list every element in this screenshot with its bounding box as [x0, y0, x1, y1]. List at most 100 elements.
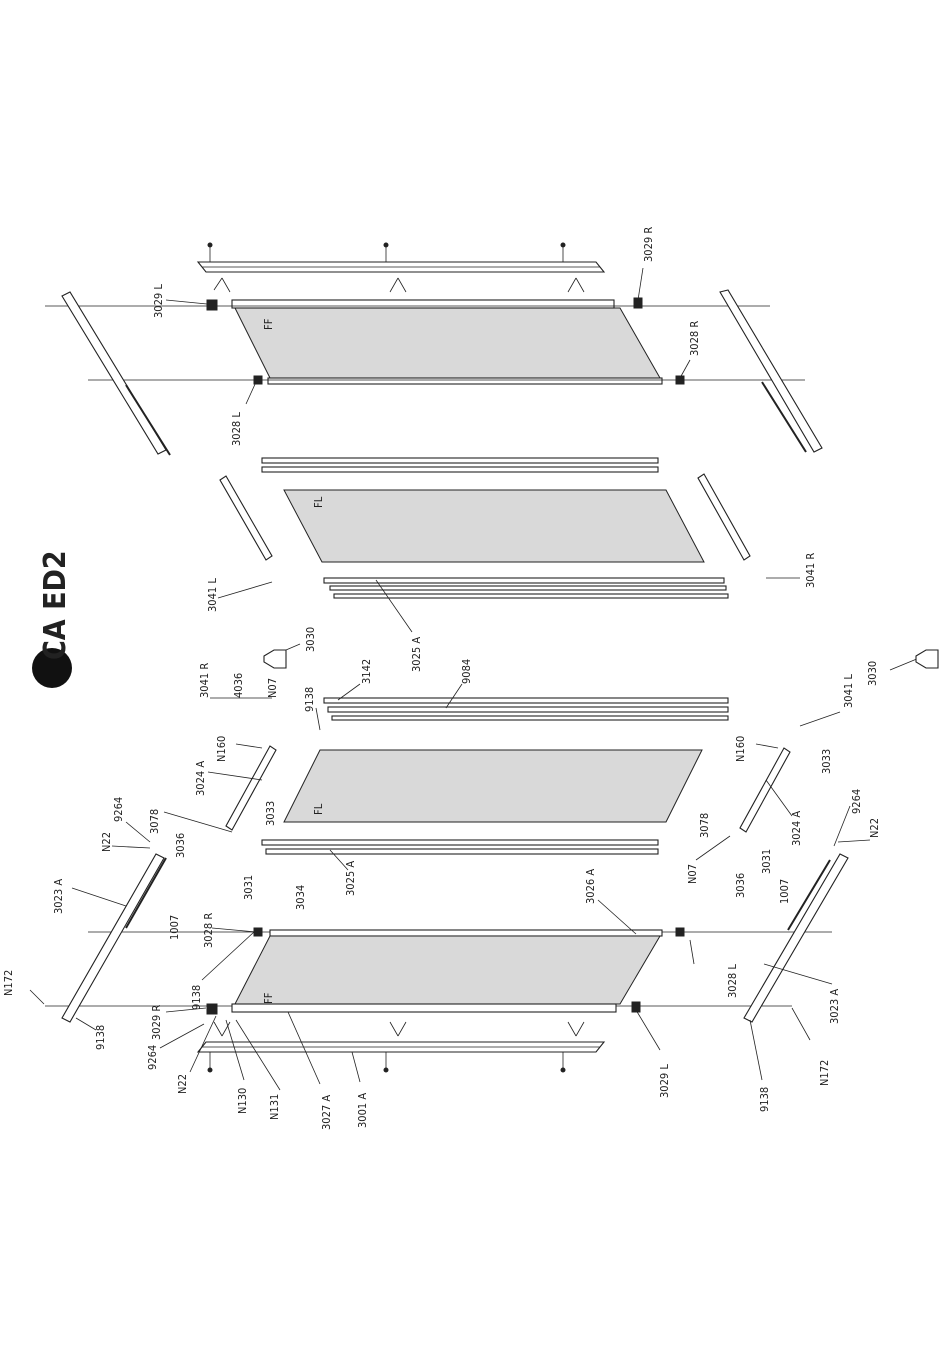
leader-line [597, 899, 637, 935]
part-label: 3041 L [206, 578, 219, 612]
glass-panel-fl-top [283, 489, 705, 563]
panel-label-ff-bottom: FF [262, 992, 275, 1004]
part-label: 3031 [760, 849, 773, 874]
page-title: CA ED2 [38, 550, 73, 660]
part-label: 3029 L [658, 1064, 671, 1098]
part-label: N22 [100, 832, 113, 852]
part-label: 3028 R [202, 913, 215, 948]
part-label: N131 [268, 1094, 281, 1120]
leader-line [445, 683, 463, 709]
leader-line [201, 931, 255, 981]
leader-line [763, 963, 833, 985]
part-label: 3033 [264, 801, 277, 826]
leader-line [165, 299, 208, 305]
part-label: 3041 L [842, 674, 855, 708]
part-label: 3078 [698, 813, 711, 838]
part-label: 1007 [168, 915, 181, 940]
upper-door-group: FF FL [45, 242, 823, 599]
part-label: 3033 [820, 749, 833, 774]
part-label: 3001 A [356, 1093, 369, 1128]
part-label: 9138 [303, 687, 316, 712]
leader-line [791, 1007, 811, 1041]
part-label: 1007 [778, 879, 791, 904]
leader-line [71, 887, 127, 907]
leader-line [833, 805, 851, 847]
leader-line [799, 711, 841, 727]
part-label: N130 [236, 1088, 249, 1114]
part-label: 3036 [174, 833, 187, 858]
leader-line [679, 359, 691, 379]
leader-line [125, 821, 151, 843]
part-label: 3027 A [320, 1095, 333, 1130]
leader-line [695, 835, 731, 861]
leader-line [337, 683, 361, 701]
leader-line [635, 1009, 661, 1051]
leader-line [29, 989, 45, 1005]
panel-label-ff-top: FF [262, 318, 275, 330]
part-label: N172 [2, 970, 15, 996]
leader-line [315, 707, 321, 731]
leader-line [211, 927, 257, 933]
leader-line [755, 743, 779, 749]
part-label: N160 [734, 736, 747, 762]
part-label: 9084 [460, 659, 473, 684]
glass-panel-ff-bottom [234, 935, 661, 1005]
leader-line [637, 267, 644, 301]
leader-line [165, 1007, 207, 1013]
part-label: 9264 [146, 1045, 159, 1070]
part-label: 3041 R [804, 553, 817, 588]
part-label: 3024 A [194, 761, 207, 796]
part-label: 9138 [190, 985, 203, 1010]
leader-line [189, 1015, 217, 1073]
leader-line [245, 381, 257, 405]
part-label: 3030 [866, 661, 879, 686]
part-label: 3078 [148, 809, 161, 834]
part-label: N22 [176, 1074, 189, 1094]
leader-line [163, 811, 233, 833]
leader-line [235, 743, 263, 749]
panel-label-fl-top: FL [312, 496, 325, 508]
part-label: 3034 [294, 885, 307, 910]
part-label: 9138 [758, 1087, 771, 1112]
end-cap-icon [263, 649, 287, 669]
part-labels: 3029 R 3029 L 3028 R 3028 L 3041 L 3041 R 3025… [2, 227, 939, 1130]
leader-line [765, 779, 793, 817]
leader-line [749, 1019, 763, 1081]
part-label: N160 [215, 736, 228, 762]
part-label: 3036 [734, 873, 747, 898]
part-label: 3041 R [198, 663, 211, 698]
part-label: 3029 R [150, 1005, 163, 1040]
part-label: N07 [686, 864, 699, 884]
leader-line [225, 1019, 245, 1081]
part-label: 3029 L [152, 284, 165, 318]
part-label: N07 [266, 678, 279, 698]
lower-door-group: FL FF [45, 697, 849, 1073]
part-label: 3026 A [584, 869, 597, 904]
leader-line [689, 939, 695, 965]
part-label: 3024 A [790, 811, 803, 846]
part-label: 3028 L [230, 412, 243, 446]
leader-line [837, 839, 871, 843]
leader-line [329, 849, 349, 871]
part-label: 3025 A [410, 637, 423, 672]
part-label: 9138 [94, 1025, 107, 1050]
part-label: 3028 L [726, 964, 739, 998]
leader-line [217, 581, 273, 599]
end-cap-icon [915, 649, 939, 669]
part-label: N172 [818, 1060, 831, 1086]
part-label: 3025 A [344, 861, 357, 896]
part-label: 3030 [304, 627, 317, 652]
leader-line [235, 1019, 281, 1091]
leader-line [375, 579, 413, 633]
part-label: 3031 [242, 875, 255, 900]
part-label: 3023 A [52, 879, 65, 914]
part-label: 3029 R [642, 227, 655, 262]
part-label: 3142 [360, 659, 373, 684]
part-label: 3023 A [828, 989, 841, 1024]
part-label: 4036 [232, 673, 245, 698]
glass-panel-ff-top [234, 307, 661, 379]
leader-line [159, 1023, 205, 1049]
leader-line [351, 1051, 361, 1083]
part-label: 3028 R [688, 321, 701, 356]
